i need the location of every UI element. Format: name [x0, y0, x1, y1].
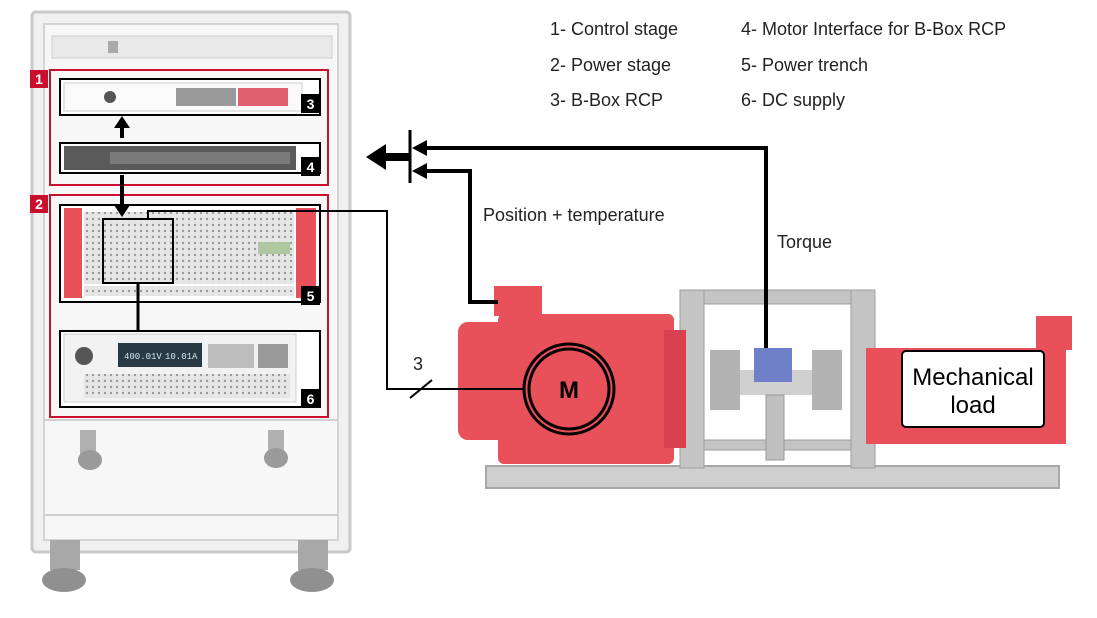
rack-wheel: [290, 540, 334, 592]
module-tag-text: 5: [307, 288, 315, 304]
dc-voltage-readout: 400.01V: [124, 352, 162, 362]
control-stage-frame: [49, 69, 329, 186]
feedback-out-arrowhead: [366, 144, 386, 170]
legend-item: 2- Power stage: [550, 55, 672, 75]
phase-count-label: 3: [413, 354, 423, 374]
legend-item: 3- B-Box RCP: [550, 90, 664, 110]
phase-cable-line: [147, 210, 524, 390]
rack-wheel: [264, 430, 288, 468]
position-temperature-label: Position + temperature: [483, 205, 665, 225]
arrowhead: [114, 116, 130, 128]
legend-item: 1- Control stage: [550, 19, 679, 39]
torque-line: [425, 146, 768, 348]
module-tag: [301, 286, 320, 305]
torque-label: Torque: [777, 232, 832, 252]
motor: [458, 286, 686, 464]
mechanical-load-box: [901, 350, 1045, 428]
arrowhead: [114, 205, 130, 217]
legend-item: 6- DC supply: [741, 90, 846, 110]
power-trench-unit: [59, 204, 321, 303]
legend-item: 4- Motor Interface for B-Box RCP: [741, 19, 1007, 39]
stage-tag-text: 1: [35, 71, 43, 87]
motor-label: M: [559, 377, 579, 404]
phase-count-slash: [409, 379, 433, 399]
stage-tag: [30, 195, 48, 213]
dc-current-readout: 10.01A: [165, 352, 198, 362]
module-tag: [301, 94, 320, 113]
power-stage-frame: [49, 194, 329, 418]
position-temperature-line: [425, 169, 498, 304]
dc-supply-unit: 400.01V 10.01A: [59, 330, 321, 408]
motor-interface-unit: [59, 142, 321, 174]
module-tag-text: 6: [307, 391, 315, 407]
module-tag: [301, 389, 320, 408]
arrowhead: [412, 163, 427, 179]
test-bench: [485, 289, 1060, 489]
bbox-rcp-unit: [59, 78, 321, 116]
rack-wheel: [78, 430, 102, 470]
load-label-line2: load: [950, 392, 995, 419]
load-label-line1: Mechanical: [912, 364, 1033, 391]
torque-sensor: [754, 348, 792, 382]
legend-item: 5- Power trench: [741, 55, 869, 75]
module-tag-text: 4: [307, 159, 315, 175]
module-tag-text: 3: [307, 96, 315, 112]
stage-tag-text: 2: [35, 196, 43, 212]
rack-wheel: [42, 540, 86, 592]
stage-tag: [30, 70, 48, 88]
arrowhead: [412, 140, 427, 156]
motor-symbol-inner: [527, 347, 611, 431]
module-tag: [301, 157, 320, 176]
